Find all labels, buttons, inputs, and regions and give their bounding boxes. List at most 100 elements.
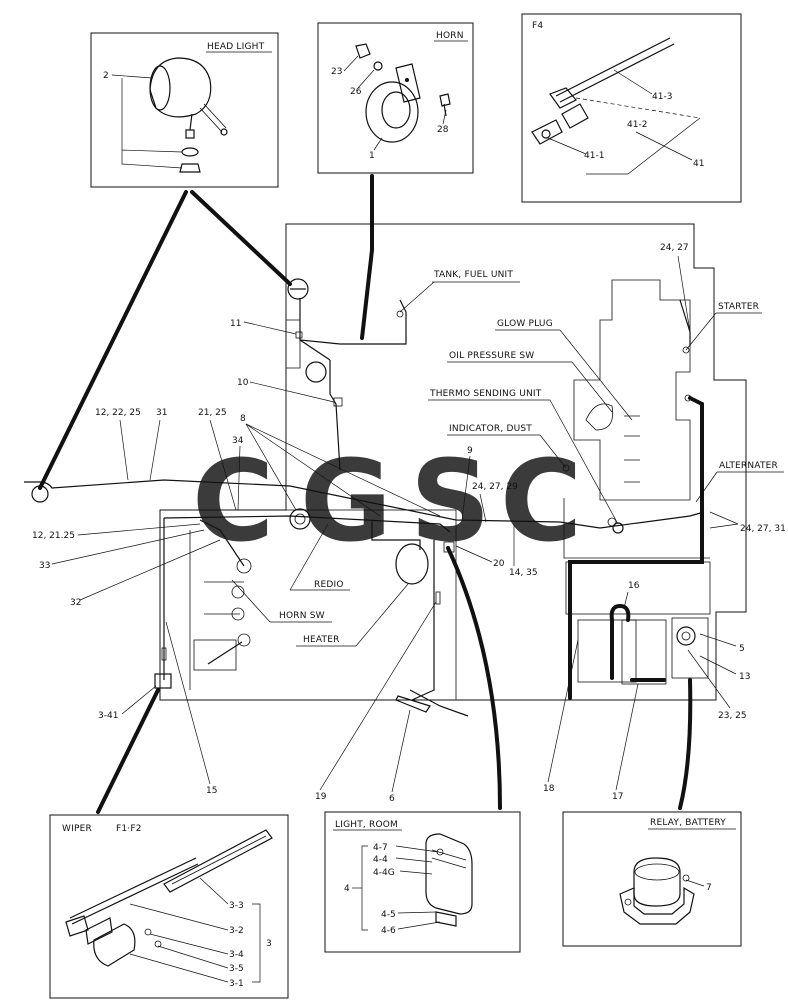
callout-23-25: 23, 25 <box>718 711 747 721</box>
label-indicator-dust: INDICATOR, DUST <box>449 424 532 434</box>
harness-wires <box>24 298 705 717</box>
watermark-letter-4: C <box>500 437 582 567</box>
callout-8: 8 <box>240 414 246 424</box>
callout-4-6: 4-6 <box>381 926 396 936</box>
main-labels: TANK, FUEL UNIT GLOW PLUG OIL PRESSURE S… <box>32 243 786 804</box>
callout-14-35: 14, 35 <box>509 568 538 578</box>
callout-20: 20 <box>493 559 505 569</box>
callout-9: 9 <box>467 446 473 456</box>
panel-title-wiper: WIPER <box>62 824 92 834</box>
callout-26: 26 <box>350 87 362 97</box>
callout-3-3: 3-3 <box>229 901 244 911</box>
callout-21-25: 21, 25 <box>198 408 227 418</box>
callout-1: 1 <box>369 151 375 161</box>
watermark-letter-2: G <box>300 437 392 567</box>
callout-41-1: 41-1 <box>584 151 604 161</box>
connector-wiper <box>96 688 160 814</box>
callout-10: 10 <box>237 378 249 388</box>
callout-11: 11 <box>230 319 241 329</box>
callout-34: 34 <box>232 436 244 446</box>
machine-outline <box>159 223 747 701</box>
callout-4-7: 4-7 <box>373 843 388 853</box>
horn-unit-icon <box>305 361 327 383</box>
callout-19: 19 <box>315 792 327 802</box>
label-thermo-sending-unit: THERMO SENDING UNIT <box>429 389 542 399</box>
thermo-sending-unit-icon <box>612 522 624 534</box>
label-tank-fuel-unit: TANK, FUEL UNIT <box>433 270 513 280</box>
callout-3-41: 3-41 <box>98 711 118 721</box>
panel-relay-battery: RELAY, BATTERY 7 <box>562 811 742 947</box>
callout-33: 33 <box>39 561 50 571</box>
label-oil-pressure-sw: OIL PRESSURE SW <box>449 351 534 361</box>
harness-components <box>31 278 692 713</box>
callout-12-22-25: 12, 22, 25 <box>95 408 141 418</box>
heater-icon <box>395 543 429 585</box>
panel-head-light: HEAD LIGHT 2 <box>90 32 279 188</box>
connector-light-room <box>446 546 502 810</box>
connector-horn <box>360 174 374 340</box>
callout-28: 28 <box>437 125 449 135</box>
callout-18: 18 <box>543 784 555 794</box>
panel-title-horn: HORN <box>436 31 464 41</box>
callout-41-2: 41-2 <box>627 120 647 130</box>
horn-icon <box>355 43 451 143</box>
callout-23: 23 <box>331 67 342 77</box>
label-glow-plug: GLOW PLUG <box>497 319 553 329</box>
callout-41-3: 41-3 <box>652 92 672 102</box>
callout-13: 13 <box>739 672 750 682</box>
callout-24-27-29: 24, 27, 29 <box>472 482 518 492</box>
callout-5: 5 <box>739 644 745 654</box>
callout-3-2: 3-2 <box>229 926 244 936</box>
panel-horn: HORN 23 26 28 1 <box>317 22 474 174</box>
label-starter: STARTER <box>718 302 759 312</box>
head-light-icon <box>149 57 228 173</box>
callout-3-4: 3-4 <box>229 950 244 960</box>
callout-17: 17 <box>612 792 623 802</box>
panel-wiper: WIPER F1·F2 3-3 3-2 3-4 3-5 3-1 3 <box>49 814 289 999</box>
callout-4-4g: 4-4G <box>373 868 395 878</box>
callout-2: 2 <box>103 71 109 81</box>
panel-title-relay-battery: RELAY, BATTERY <box>650 818 726 828</box>
relay-6-icon <box>395 695 431 713</box>
label-alternater: ALTERNATER <box>719 461 778 471</box>
callout-4: 4 <box>344 884 350 894</box>
wiper-blade-icon <box>65 829 273 967</box>
panel-title-head-light: HEAD LIGHT <box>207 42 265 52</box>
label-horn-sw: HORN SW <box>279 611 325 621</box>
battery-relay-icon <box>619 857 695 925</box>
panel-subtitle-wiper: F1·F2 <box>116 824 142 834</box>
callout-32: 32 <box>70 598 81 608</box>
watermark-letter-3: S <box>410 437 491 567</box>
callout-31: 31 <box>156 408 167 418</box>
label-redio: REDIO <box>314 580 344 590</box>
callout-3-1: 3-1 <box>229 979 244 989</box>
head-light-plug-icon <box>31 485 49 503</box>
callout-4-5: 4-5 <box>381 910 396 920</box>
connector-head-light <box>38 190 292 490</box>
callout-7: 7 <box>706 883 712 893</box>
radio-icon <box>289 508 311 530</box>
head-light-socket-icon <box>287 278 309 300</box>
connector-relay-battery <box>678 678 693 810</box>
callout-3: 3 <box>266 939 272 949</box>
callout-24-27-31: 24, 27, 31 <box>740 524 786 534</box>
callout-15: 15 <box>206 786 217 796</box>
wiper-motor-icon <box>93 923 136 967</box>
callout-12-21-25: 12, 21.25 <box>32 531 75 541</box>
callout-16: 16 <box>628 581 640 591</box>
watermark: C G S C <box>192 437 582 567</box>
panel-light-room: LIGHT, ROOM 4-7 4-4 4-4G 4 4-5 4-6 <box>324 811 521 953</box>
panel-title-f4: F4 <box>532 21 543 31</box>
watermark-letter-1: C <box>192 437 274 567</box>
panel-title-light-room: LIGHT, ROOM <box>335 820 398 830</box>
callout-24-27-top: 24, 27 <box>660 243 689 253</box>
callout-3-5: 3-5 <box>229 964 244 974</box>
panel-f4: F4 41-3 41-2 41-1 41 <box>521 13 742 203</box>
callout-6: 6 <box>389 794 395 804</box>
wiper-arm-icon <box>531 37 675 145</box>
callout-4-4: 4-4 <box>373 855 388 865</box>
label-heater: HEATER <box>303 635 340 645</box>
callout-41: 41 <box>693 159 704 169</box>
